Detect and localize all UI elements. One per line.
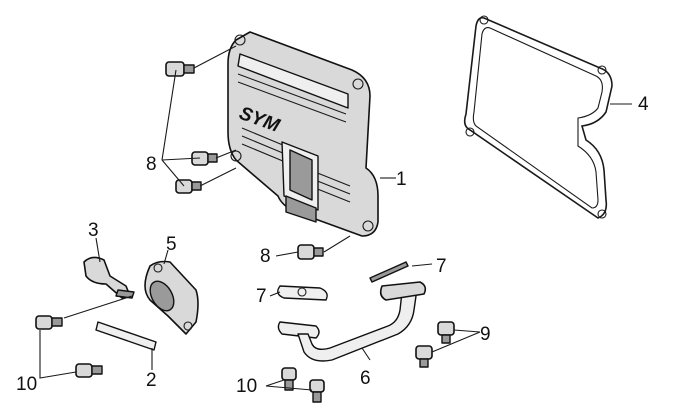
- part-5-holder: [144, 260, 199, 335]
- callout-5: 5: [166, 234, 177, 255]
- callout-10-left: 10: [16, 374, 37, 395]
- part-10-bolts-left: [35, 315, 103, 378]
- callout-2: 2: [146, 370, 157, 391]
- bolt-8-mid-2: [175, 179, 202, 194]
- bolt-8-top: [165, 61, 195, 77]
- callout-10-bottom: 10: [236, 376, 257, 397]
- part-9-bolts: [415, 321, 481, 368]
- bolt-8-lower: [297, 244, 324, 260]
- callout-9: 9: [480, 324, 491, 345]
- part-6-pipe: [277, 281, 427, 362]
- callout-7-gasket: 7: [256, 286, 267, 307]
- callout-8-top: 8: [146, 154, 157, 175]
- callout-6: 6: [360, 368, 371, 389]
- leaders-8: [161, 45, 351, 257]
- part-2-plate: [95, 321, 157, 351]
- callout-7-oring: 7: [436, 256, 447, 277]
- part-10-bolts-bottom: [281, 367, 325, 403]
- callout-3: 3: [88, 220, 99, 241]
- callouts: 1 2 3 4 5 6 7 7 8 8 9 10 10: [16, 94, 649, 397]
- callout-4: 4: [638, 94, 649, 115]
- part-head-cover: SYM: [227, 31, 379, 237]
- part-gasket: [463, 15, 613, 219]
- callout-8-lower: 8: [260, 246, 271, 267]
- leader-lines: [39, 103, 632, 391]
- callout-1: 1: [396, 169, 407, 190]
- part-7-oring: [369, 261, 409, 283]
- part-3-bracket: [83, 256, 135, 299]
- part-7-gasket: [277, 285, 328, 301]
